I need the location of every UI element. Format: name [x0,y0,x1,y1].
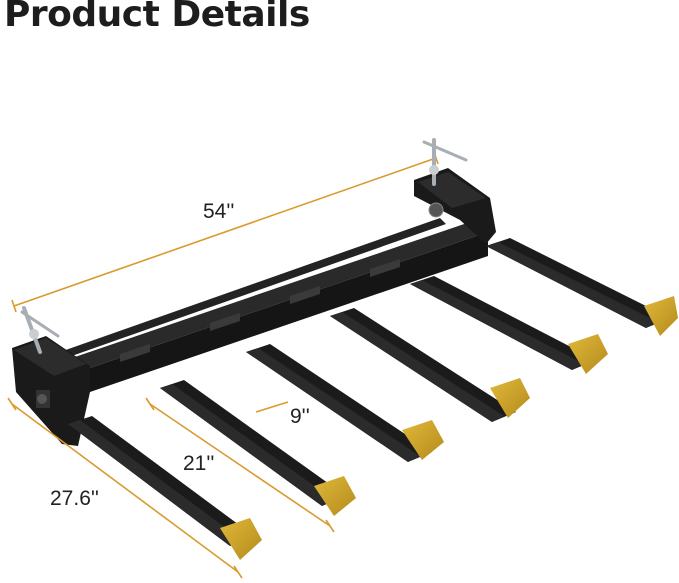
spacing-dimension-label: 9'' [290,405,310,428]
length-dimension-label: 27.6'' [50,487,99,510]
prong-dimension-line [145,397,335,533]
length-dimension-line [7,397,243,579]
prong [330,308,530,422]
prong [246,344,444,462]
prong [410,276,608,374]
left-clamp-bolt [20,306,60,354]
prong [68,416,262,560]
spacing-dimension-line [255,401,289,413]
width-dimension-label: 54'' [203,200,235,223]
right-clamp-bolt [422,138,468,186]
page-title: Product Details [4,0,310,35]
prong [486,238,678,336]
prong [160,380,356,516]
clamp-frame [12,168,496,446]
prong-dimension-label: 21'' [183,452,215,475]
